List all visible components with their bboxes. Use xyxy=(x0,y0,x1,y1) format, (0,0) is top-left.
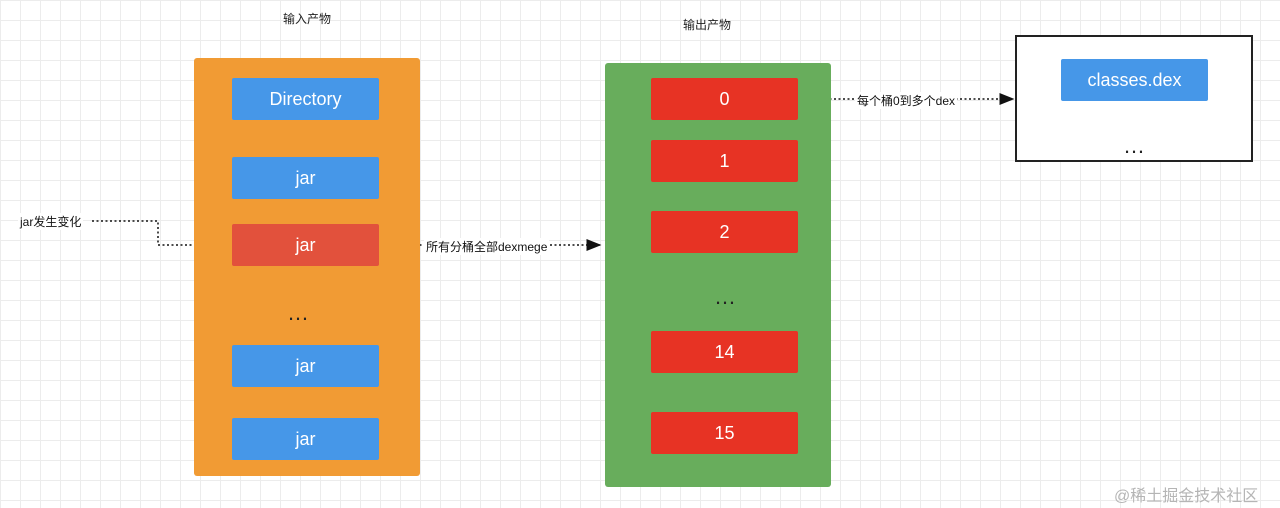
input-panel xyxy=(194,58,420,476)
bucket-1: 1 xyxy=(651,140,798,182)
input-item-jar: jar xyxy=(232,157,379,199)
label-all-buckets-dexmerge: 所有分桶全部dexmege xyxy=(424,238,550,255)
label-jar-changed: jar发生变化 xyxy=(18,213,84,230)
input-item-jar: jar xyxy=(232,418,379,460)
classes-dex: classes.dex xyxy=(1061,59,1208,101)
dex-ellipsis: … xyxy=(1123,133,1145,158)
watermark: @稀土掘金技术社区 xyxy=(1114,488,1259,505)
bucket-ellipsis: … xyxy=(714,284,736,309)
input-ellipsis: … xyxy=(287,300,309,325)
input-item-directory: Directory xyxy=(232,78,379,120)
bucket-15: 15 xyxy=(651,412,798,454)
bucket-14: 14 xyxy=(651,331,798,373)
label-each-bucket-dex: 每个桶0到多个dex xyxy=(855,92,958,109)
input-item-jar-changed: jar xyxy=(232,224,379,266)
bucket-2: 2 xyxy=(651,211,798,253)
output-title: 输出产物 xyxy=(682,18,731,32)
input-title: 输入产物 xyxy=(282,12,331,26)
input-item-jar: jar xyxy=(232,345,379,387)
bucket-0: 0 xyxy=(651,78,798,120)
